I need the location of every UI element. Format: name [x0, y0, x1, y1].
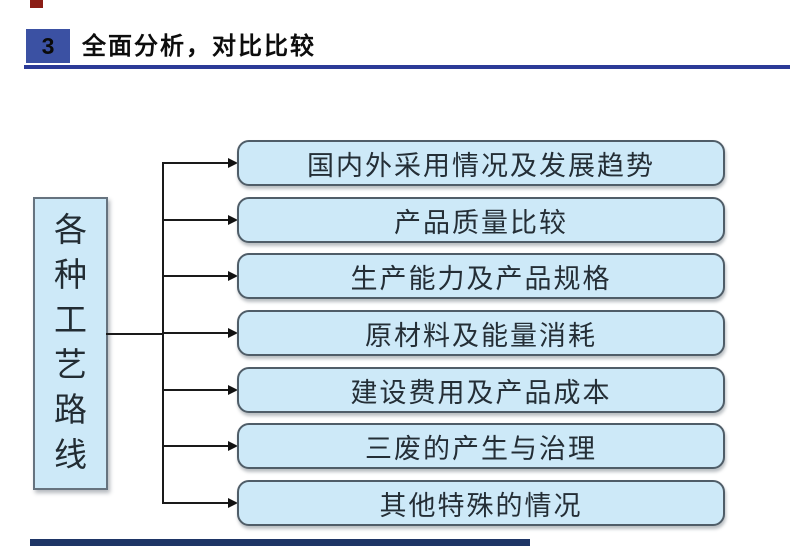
source-connector-line [106, 333, 164, 335]
branch-box: 建设费用及产品成本 [237, 367, 725, 413]
arrowhead-icon [228, 441, 238, 451]
page-title: 全面分析，对比比较 [82, 33, 316, 60]
source-label-char: 种 [54, 257, 87, 294]
branch-line [162, 332, 228, 334]
branch-box: 产品质量比较 [237, 197, 725, 243]
source-label-char: 线 [54, 437, 87, 474]
branch-box: 生产能力及产品规格 [237, 253, 725, 299]
source-label-char: 工 [54, 302, 87, 339]
branch-label: 产品质量比较 [394, 207, 568, 238]
branch-box: 原材料及能量消耗 [237, 310, 725, 356]
branch-line [162, 275, 228, 277]
arrowhead-icon [228, 158, 238, 168]
arrowhead-icon [228, 215, 238, 225]
branch-line [162, 445, 228, 447]
arrowhead-icon [228, 385, 238, 395]
section-number: 3 [41, 32, 55, 59]
branch-box: 三废的产生与治理 [237, 423, 725, 469]
branch-line [162, 162, 228, 164]
branch-label: 生产能力及产品规格 [350, 263, 612, 294]
source-label-char: 艺 [54, 347, 87, 384]
branch-line [162, 389, 228, 391]
branch-label: 其他特殊的情况 [379, 490, 583, 521]
section-number-badge: 3 [26, 29, 70, 63]
branch-label: 建设费用及产品成本 [350, 377, 612, 408]
branch-label: 国内外采用情况及发展趋势 [307, 150, 655, 181]
branch-label: 三废的产生与治理 [365, 433, 597, 464]
arrowhead-icon [228, 328, 238, 338]
branch-line [162, 502, 228, 504]
header-underline [24, 65, 790, 69]
source-label-char: 路 [54, 392, 87, 429]
branch-label: 原材料及能量消耗 [365, 320, 597, 351]
branch-box: 国内外采用情况及发展趋势 [237, 140, 725, 186]
arrowhead-icon [228, 271, 238, 281]
branch-line [162, 219, 228, 221]
source-box: 各种工艺路线 [33, 197, 108, 490]
bottom-bar [30, 539, 530, 546]
branch-box: 其他特殊的情况 [237, 480, 725, 526]
source-label-char: 各 [54, 212, 87, 249]
corner-mark [30, 0, 43, 8]
arrowhead-icon [228, 498, 238, 508]
